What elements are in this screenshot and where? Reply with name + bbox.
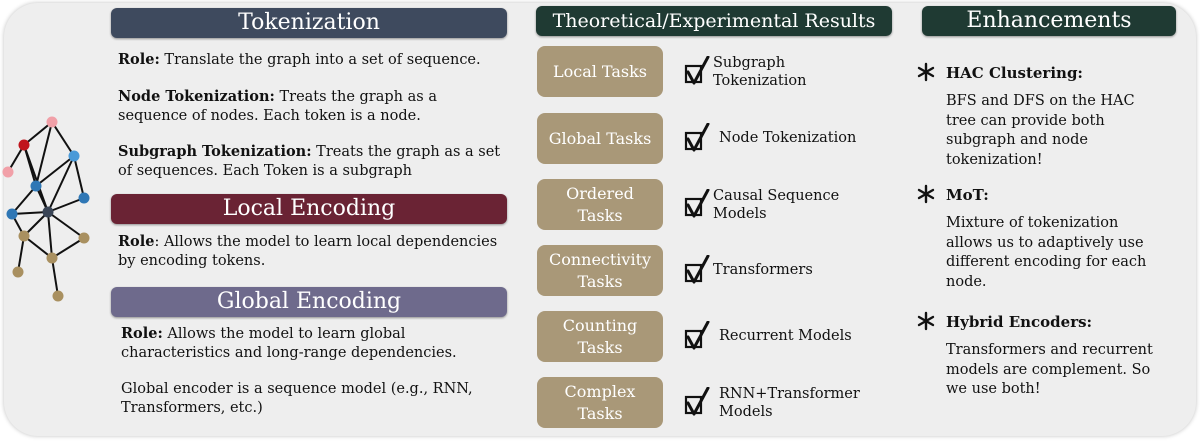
local-encoding-role: Role: Allows the model to learn local de… — [118, 232, 506, 271]
graph-node — [18, 230, 30, 242]
graph-node — [30, 180, 42, 192]
enhancement-body: Transformers and recurrent models are co… — [946, 342, 1153, 397]
result-line: RNN+Transformer — [719, 386, 860, 402]
tokenization-role: Role: Translate the graph into a set of … — [118, 50, 503, 70]
result-line-2: Models — [719, 404, 773, 420]
task-label: Ordered — [566, 183, 634, 203]
global-encoding-role-text: Allows the model to learn global charact… — [121, 326, 457, 361]
graph-node — [2, 166, 14, 178]
tokenization-header: Tokenization — [111, 8, 507, 38]
asterisk-icon — [917, 184, 935, 204]
graph-node — [68, 150, 80, 162]
task-label: Connectivity — [548, 249, 652, 269]
task-label: Counting — [562, 315, 638, 335]
task-label-line2: Tasks — [577, 403, 623, 423]
global-encoding-header: Global Encoding — [111, 287, 507, 317]
task-box: Local Tasks — [537, 46, 663, 97]
result-text: Recurrent Models — [719, 327, 852, 345]
local-encoding-role-label: Role — [118, 233, 155, 250]
graph-node — [46, 116, 58, 128]
asterisk-icon — [917, 62, 935, 82]
result-text: Transformers — [713, 261, 813, 279]
graph-illustration — [2, 116, 90, 302]
result-line: Causal Sequence — [713, 188, 840, 204]
global-encoding-role: Role: Allows the model to learn global c… — [121, 324, 481, 363]
task-label: Complex — [564, 381, 636, 401]
result-line: Node Tokenization — [719, 130, 857, 146]
result-text: Node Tokenization — [719, 129, 856, 147]
local-encoding-role-text: : Allows the model to learn local depend… — [118, 234, 498, 269]
enhancement-body: BFS and DFS on the HAC tree can provide … — [946, 93, 1135, 168]
task-label: Local Tasks — [552, 61, 648, 81]
node-tokenization-label: Node Tokenization: — [118, 88, 275, 105]
result-line: Subgraph — [713, 55, 786, 71]
result-line: Transformers — [713, 262, 813, 278]
global-encoding-role-label: Role: — [121, 325, 163, 342]
graph-node — [18, 139, 30, 151]
result-line: Recurrent Models — [719, 328, 852, 344]
subgraph-tokenization-label: Subgraph Tokenization: — [118, 143, 312, 160]
result-line-2: Tokenization — [713, 73, 807, 89]
checkmark-icon — [684, 56, 710, 85]
checkmark-icon — [684, 189, 710, 218]
local-encoding-header: Local Encoding — [111, 194, 507, 224]
task-label-line2: Tasks — [577, 205, 623, 225]
subgraph-tokenization-text: Treats the graph as a set of sequences. … — [118, 144, 501, 179]
checkmark-icon — [684, 321, 710, 350]
graph-node — [78, 192, 90, 204]
graph-node — [46, 252, 58, 264]
checkmark-icon — [684, 255, 710, 284]
node-tokenization-description: Node Tokenization: Treats the graph as a… — [118, 87, 506, 126]
global-encoding-note: Global encoder is a sequence model (e.g.… — [121, 381, 473, 416]
subgraph-tokenization-description: Subgraph Tokenization: Treats the graph … — [118, 142, 506, 181]
task-box: Global Tasks — [537, 113, 663, 164]
checkmark-icon — [684, 123, 710, 152]
results-header: Theoretical/Experimental Results — [536, 6, 892, 36]
graph-node — [12, 266, 24, 278]
enhancement-body: Mixture of tokenization allows us to ada… — [946, 215, 1147, 290]
graph-node — [6, 208, 18, 220]
asterisk-icon — [917, 311, 935, 331]
checkmark-icon — [684, 387, 710, 416]
graph-node — [42, 206, 54, 218]
graph-node — [78, 232, 90, 244]
tokenization-role-text: Translate the graph into a set of sequen… — [159, 52, 481, 68]
enhancements-header: Enhancements — [922, 6, 1176, 36]
enhancement-title: Hybrid Encoders: — [946, 313, 1093, 331]
task-label: Global Tasks — [548, 128, 652, 148]
task-label-line2: Tasks — [577, 271, 623, 291]
enhancement-title: HAC Clustering: — [946, 64, 1083, 82]
tokenization-role-label: Role: — [118, 51, 160, 68]
graph-node — [52, 290, 64, 302]
enhancement-title: MoT: — [946, 186, 989, 204]
task-label-line2: Tasks — [577, 337, 623, 357]
node-tokenization-text: Treats the graph as a sequence of nodes.… — [118, 89, 437, 124]
result-line-2: Models — [713, 206, 767, 222]
